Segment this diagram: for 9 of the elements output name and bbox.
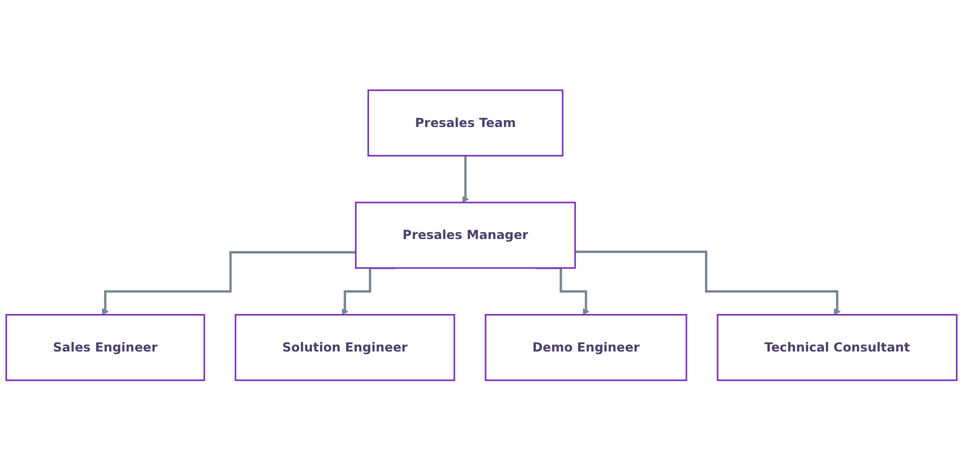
node-box: Technical Consultant	[716, 314, 958, 382]
arrow	[575, 250, 841, 316]
node-box: Presales Team	[367, 90, 564, 157]
node-box: Solution Engineer	[234, 314, 456, 382]
arrow	[462, 154, 469, 204]
node-box: Sales Engineer	[5, 314, 206, 382]
node-box: Demo Engineer	[484, 314, 688, 382]
arrow	[102, 251, 356, 316]
node-box: Presales Manager	[355, 202, 576, 270]
